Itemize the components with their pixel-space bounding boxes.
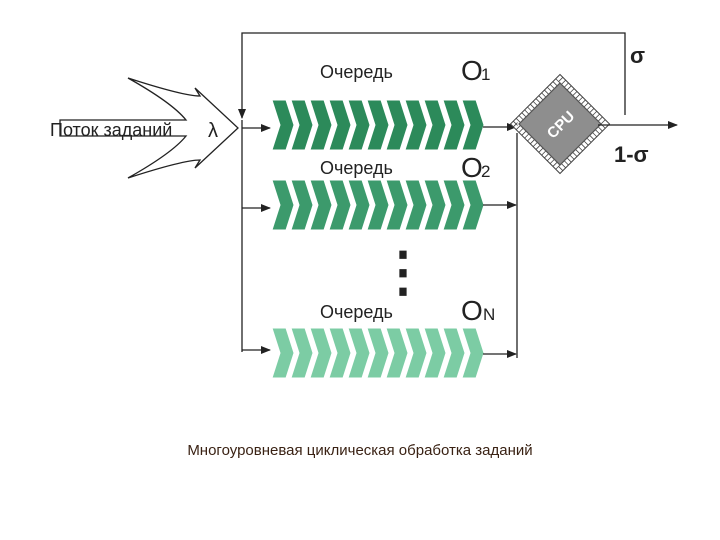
queue-chevron bbox=[461, 327, 485, 379]
queueN-name: O bbox=[461, 295, 483, 326]
queue-chevron bbox=[442, 179, 466, 231]
feedback-loop-line bbox=[238, 32, 626, 119]
arrival-rate-symbol: λ bbox=[208, 120, 218, 142]
queue-chevron bbox=[366, 327, 390, 379]
queue-chevron bbox=[404, 179, 428, 231]
queue-chevron bbox=[328, 179, 352, 231]
queue-chevron bbox=[366, 179, 390, 231]
queue-chevron bbox=[366, 99, 390, 151]
queue1-index: 1 bbox=[481, 65, 490, 84]
queue2-label: Очередь bbox=[320, 158, 393, 178]
queueN-bar bbox=[271, 327, 485, 379]
queue-chevron bbox=[404, 327, 428, 379]
queue-chevron bbox=[290, 179, 314, 231]
queue-chevron bbox=[290, 327, 314, 379]
cpu-chip: CPU bbox=[509, 73, 611, 175]
queue-chevron bbox=[271, 327, 295, 379]
queue1-name: O bbox=[461, 55, 483, 86]
job-stream-label: Поток заданий bbox=[50, 120, 172, 140]
queue-chevron bbox=[271, 99, 295, 151]
queue2-bar bbox=[271, 179, 485, 231]
queue1-bar bbox=[271, 99, 485, 151]
queue2-index: 2 bbox=[481, 162, 490, 181]
feedback-probability-label: σ bbox=[630, 43, 645, 68]
queue-chevron bbox=[309, 99, 333, 151]
queue-chevron bbox=[404, 99, 428, 151]
queue-chevron bbox=[347, 99, 371, 151]
queue-chevron bbox=[309, 179, 333, 231]
queue-chevron bbox=[328, 99, 352, 151]
queue-chevron bbox=[442, 99, 466, 151]
queue2-name: O bbox=[461, 152, 483, 183]
queue1-label: Очередь bbox=[320, 62, 393, 82]
queue-chevron bbox=[423, 327, 447, 379]
queue-chevron bbox=[423, 179, 447, 231]
queue-ellipsis: ⋮ bbox=[376, 242, 430, 302]
queue-chevron bbox=[290, 99, 314, 151]
queue-chevron bbox=[385, 179, 409, 231]
queue-chevron bbox=[309, 327, 333, 379]
queue-chevron bbox=[347, 327, 371, 379]
queue-chevron bbox=[461, 179, 485, 231]
queue-chevron bbox=[442, 327, 466, 379]
diagram-caption: Многоуровневая циклическая обработка зад… bbox=[187, 442, 533, 459]
queue-chevron bbox=[271, 179, 295, 231]
queue-chevron bbox=[461, 99, 485, 151]
queue-chevron bbox=[328, 327, 352, 379]
queue-chevron bbox=[385, 327, 409, 379]
queueN-index: N bbox=[483, 305, 495, 324]
queueN-label: Очередь bbox=[320, 302, 393, 322]
queue-chevron bbox=[385, 99, 409, 151]
queue-chevron bbox=[423, 99, 447, 151]
exit-probability-label: 1-σ bbox=[614, 142, 649, 167]
queue-chevron bbox=[347, 179, 371, 231]
job-stream-arrow-shape bbox=[59, 77, 239, 179]
